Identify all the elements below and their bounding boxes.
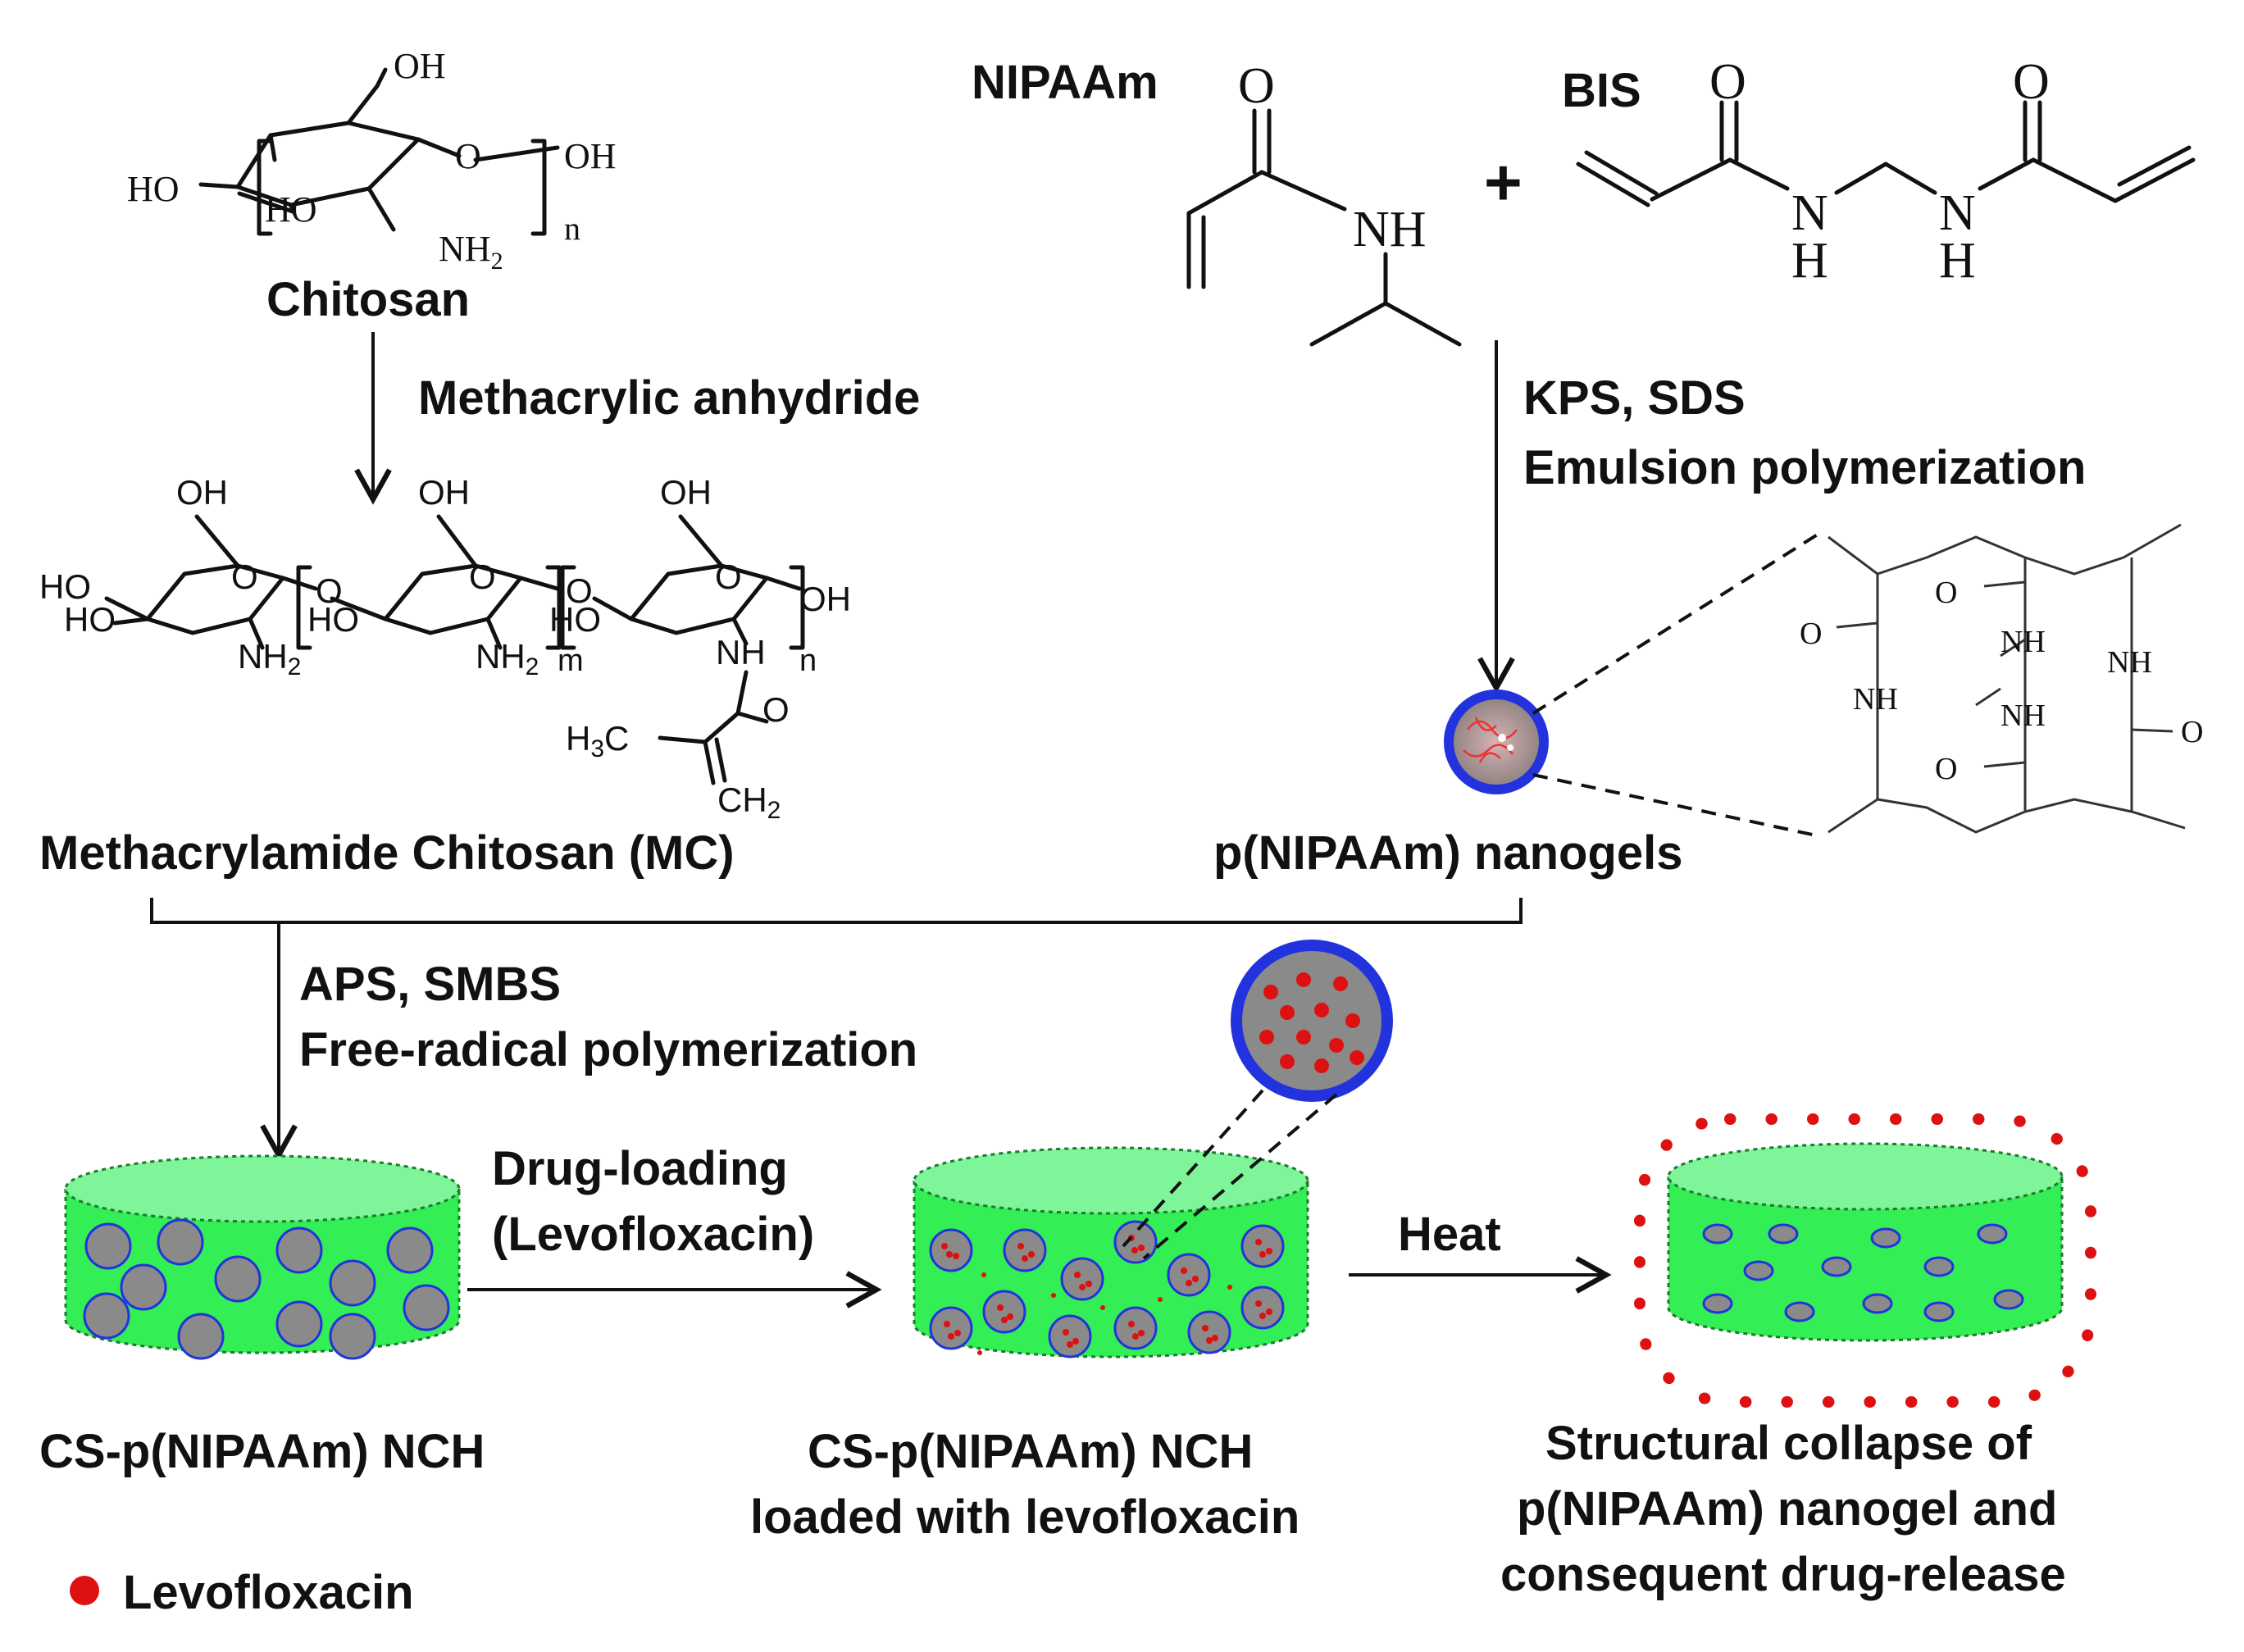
bis-structure (1576, 100, 2196, 207)
label-kps-sds: KPS, SDS (1523, 371, 1746, 425)
mc-oh-3: OH (660, 473, 712, 512)
network-o-3: O (2181, 715, 2203, 749)
label-structural-collapse-3: consequent drug-release (1500, 1548, 2066, 1601)
nipaam-nh: NH (1353, 202, 1427, 257)
mc-oh-1: OH (176, 473, 228, 512)
zoom-line-upper (1532, 531, 1822, 715)
mc-ho-4: HO (549, 600, 601, 639)
chitosan-oh-right: OH (564, 136, 617, 176)
nanogel-sphere (1444, 689, 1549, 794)
mc-nh: NH (716, 633, 766, 671)
mc-o-2: O (469, 557, 496, 596)
mc-o-bridge-1: O (316, 571, 343, 610)
network-nh-3: NH (1853, 682, 1898, 717)
label-bis: BIS (1562, 64, 1641, 117)
plus-sign: + (1484, 146, 1523, 219)
chitosan-ho-left: HO (127, 169, 180, 209)
mc-ho-1: HO (39, 567, 91, 606)
label-drug-loading: Drug-loading (492, 1142, 788, 1195)
bis-n-left: N (1791, 185, 1828, 241)
bis-o-right: O (2013, 54, 2050, 110)
chitosan-oh-top: OH (394, 46, 446, 86)
mc-o-bridge-2: O (566, 571, 593, 610)
nipaam-structure (1186, 108, 1462, 347)
mc-carbonyl-o: O (762, 690, 790, 729)
join-line (150, 898, 1523, 924)
label-heat: Heat (1398, 1208, 1501, 1261)
label-loaded-with-levofloxacin: loaded with levofloxacin (750, 1490, 1300, 1544)
mc-ho-2: HO (64, 600, 116, 639)
network-o-4: O (1935, 752, 1957, 786)
mc-oh-right: OH (799, 580, 851, 618)
mc-n-subscript: n (799, 644, 817, 678)
legend-levofloxacin: Levofloxacin (123, 1566, 414, 1619)
bis-h-left: H (1791, 233, 1828, 289)
mc-ho-3: HO (307, 600, 359, 639)
loaded-nanogel-zoom (1231, 940, 1393, 1102)
bis-o-left: O (1709, 54, 1746, 110)
label-methacrylamide-chitosan: Methacrylamide Chitosan (MC) (39, 826, 735, 880)
label-emulsion-polymerization: Emulsion polymerization (1523, 441, 2086, 494)
label-loaded-nch: CS-p(NIPAAm) NCH (808, 1425, 1253, 1478)
zoom-line-loaded-right (1142, 1093, 1338, 1260)
label-methacrylic-anhydride: Methacrylic anhydride (418, 371, 920, 425)
hydrogel-cylinder-loaded (913, 1146, 1309, 1358)
network-nh-4: NH (2000, 699, 2046, 733)
chitosan-structure (198, 67, 560, 236)
network-o-1: O (1800, 617, 1822, 651)
network-nh-1: NH (2000, 625, 2046, 659)
mc-h3c: H3C (566, 719, 629, 762)
legend-drug-dot (70, 1576, 99, 1605)
label-structural-collapse-1: Structural collapse of (1545, 1417, 2032, 1470)
chitosan-ho-inner: HO (265, 189, 317, 230)
chitosan-n-subscript: n (564, 210, 580, 247)
label-free-radical-polymerization: Free-radical polymerization (299, 1023, 917, 1076)
mc-m-subscript: m (558, 644, 584, 678)
label-structural-collapse-2: p(NIPAAm) nanogel and (1517, 1482, 2057, 1536)
mc-o-1: O (231, 557, 258, 596)
chitosan-ring-o: O (455, 136, 481, 176)
mc-o-3: O (715, 557, 742, 596)
mc-oh-2: OH (418, 473, 470, 512)
nipaam-carbonyl-o: O (1238, 58, 1275, 114)
chitosan-nh2: NH2 (439, 229, 503, 275)
mc-nh2-2: NH2 (476, 637, 539, 680)
mc-ch2: CH2 (717, 780, 781, 824)
zoom-line-loaded-left (1122, 1089, 1264, 1248)
label-aps-smbs: APS, SMBS (299, 958, 561, 1011)
label-chitosan: Chitosan (266, 273, 470, 326)
bis-h-right: H (1939, 233, 1976, 289)
label-levofloxacin-paren: (Levofloxacin) (492, 1208, 814, 1261)
network-nh-2: NH (2107, 645, 2152, 680)
mc-structure (104, 514, 805, 785)
label-cs-nch: CS-p(NIPAAm) NCH (39, 1425, 485, 1478)
mc-nh2-1: NH2 (238, 637, 301, 680)
hydrogel-cylinder-collapsed (1634, 1113, 2096, 1408)
label-nipaam: NIPAAm (972, 56, 1158, 109)
network-o-2: O (1935, 576, 1957, 610)
hydrogel-cylinder-nch (64, 1154, 461, 1360)
label-nipaam-nanogels: p(NIPAAm) nanogels (1213, 826, 1683, 880)
crosslink-network-detail (1828, 523, 2186, 834)
bis-n-right: N (1939, 185, 1976, 241)
